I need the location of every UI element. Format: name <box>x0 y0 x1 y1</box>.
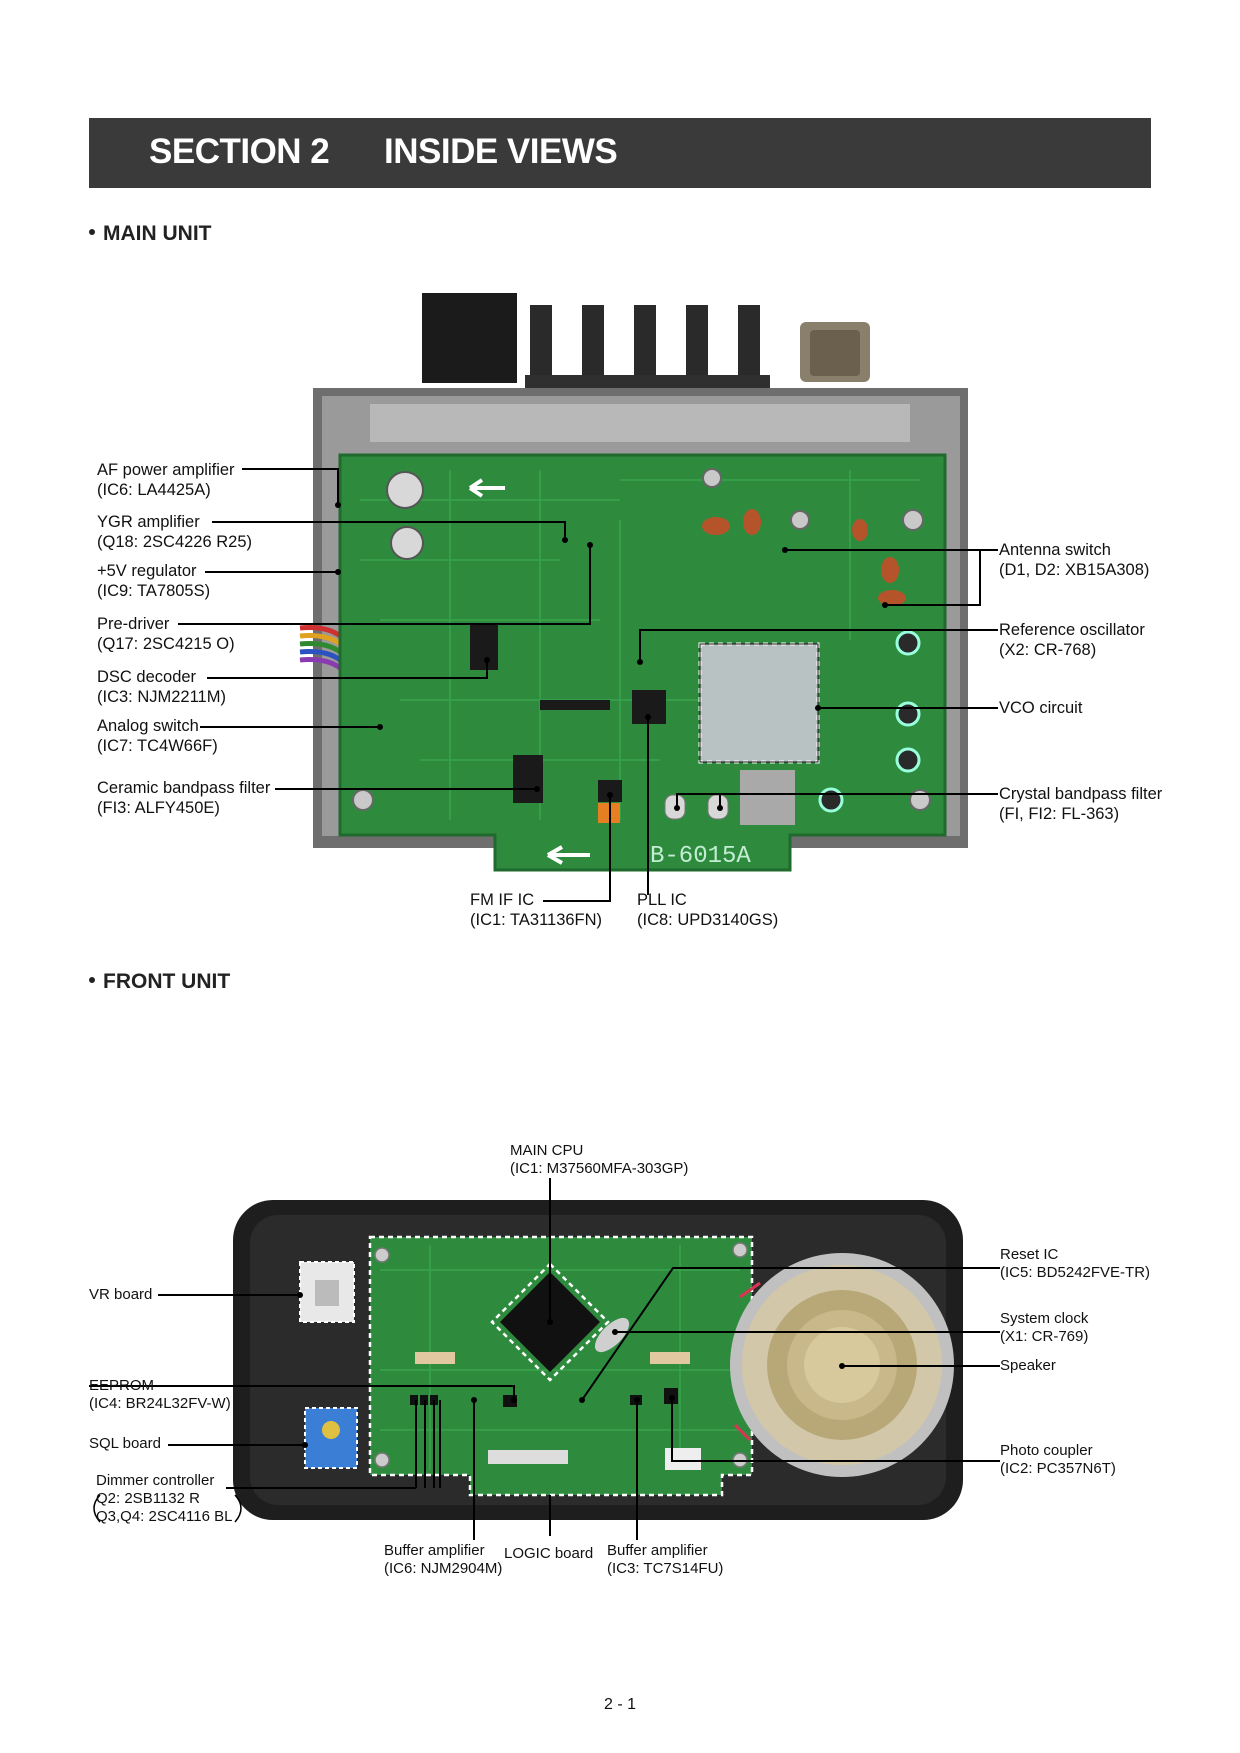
label-pre-driver: Pre-driver(Q17: 2SC4215 O) <box>97 615 235 653</box>
label-buffer-amplifier-ic6: Buffer amplifier(IC6: NJM2904M) <box>384 1542 503 1577</box>
label-af-power-amplifier: AF power amplifier(IC6: LA4425A) <box>97 461 235 499</box>
label-ygr-amplifier: YGR amplifier(Q18: 2SC4226 R25) <box>97 513 253 551</box>
label-reference-oscillator: Reference oscillator(X2: CR-768) <box>999 621 1145 659</box>
main-board-marking: B-6015A <box>650 843 751 870</box>
label-speaker: Speaker <box>1000 1357 1056 1374</box>
label-5v-regulator: +5V regulator(IC9: TA7805S) <box>97 562 211 600</box>
section-number: SECTION 2 <box>149 132 330 171</box>
label-fm-if-ic: FM IF IC(IC1: TA31136FN) <box>470 891 603 929</box>
label-antenna-switch: Antenna switch(D1, D2: XB15A308) <box>999 541 1150 579</box>
main-unit-heading: MAIN UNIT <box>89 222 212 246</box>
label-main-cpu: MAIN CPU(IC1: M37560MFA-303GP) <box>510 1142 689 1177</box>
section-title: INSIDE VIEWS <box>384 132 618 171</box>
label-logic-board: LOGIC board <box>504 1545 594 1562</box>
page-number: 2 - 1 <box>603 1696 636 1713</box>
main-unit-photo: B-6015A <box>299 293 968 872</box>
label-eeprom: EEPROM(IC4: BR24L32FV-W) <box>89 1377 231 1412</box>
section-header-bar: SECTION 2 INSIDE VIEWS <box>89 118 1151 188</box>
label-crystal-bandpass-filter: Crystal bandpass filter(FI, FI2: FL-363) <box>999 785 1163 823</box>
label-pll-ic: PLL IC(IC8: UPD3140GS) <box>637 891 779 929</box>
label-system-clock: System clock(X1: CR-769) <box>1000 1310 1089 1345</box>
label-reset-ic: Reset IC(IC5: BD5242FVE-TR) <box>1000 1246 1151 1281</box>
label-vr-board: VR board <box>89 1286 153 1303</box>
label-buffer-amplifier-ic3: Buffer amplifier(IC3: TC7S14FU) <box>607 1542 724 1577</box>
label-analog-switch: Analog switch(IC7: TC4W66F) <box>97 717 218 755</box>
label-ceramic-bandpass-filter: Ceramic bandpass filter(FI3: ALFY450E) <box>97 779 271 817</box>
label-dimmer-controller: Dimmer controller Q2: 2SB1132 R Q3,Q4: 2… <box>96 1472 233 1525</box>
front-unit-photo <box>233 1200 963 1520</box>
label-sql-board: SQL board <box>89 1435 161 1452</box>
label-photo-coupler: Photo coupler(IC2: PC357N6T) <box>1000 1442 1116 1477</box>
label-dsc-decoder: DSC decoder(IC3: NJM2211M) <box>97 668 226 706</box>
front-unit-heading: FRONT UNIT <box>89 970 230 994</box>
label-vco-circuit: VCO circuit <box>999 699 1083 717</box>
